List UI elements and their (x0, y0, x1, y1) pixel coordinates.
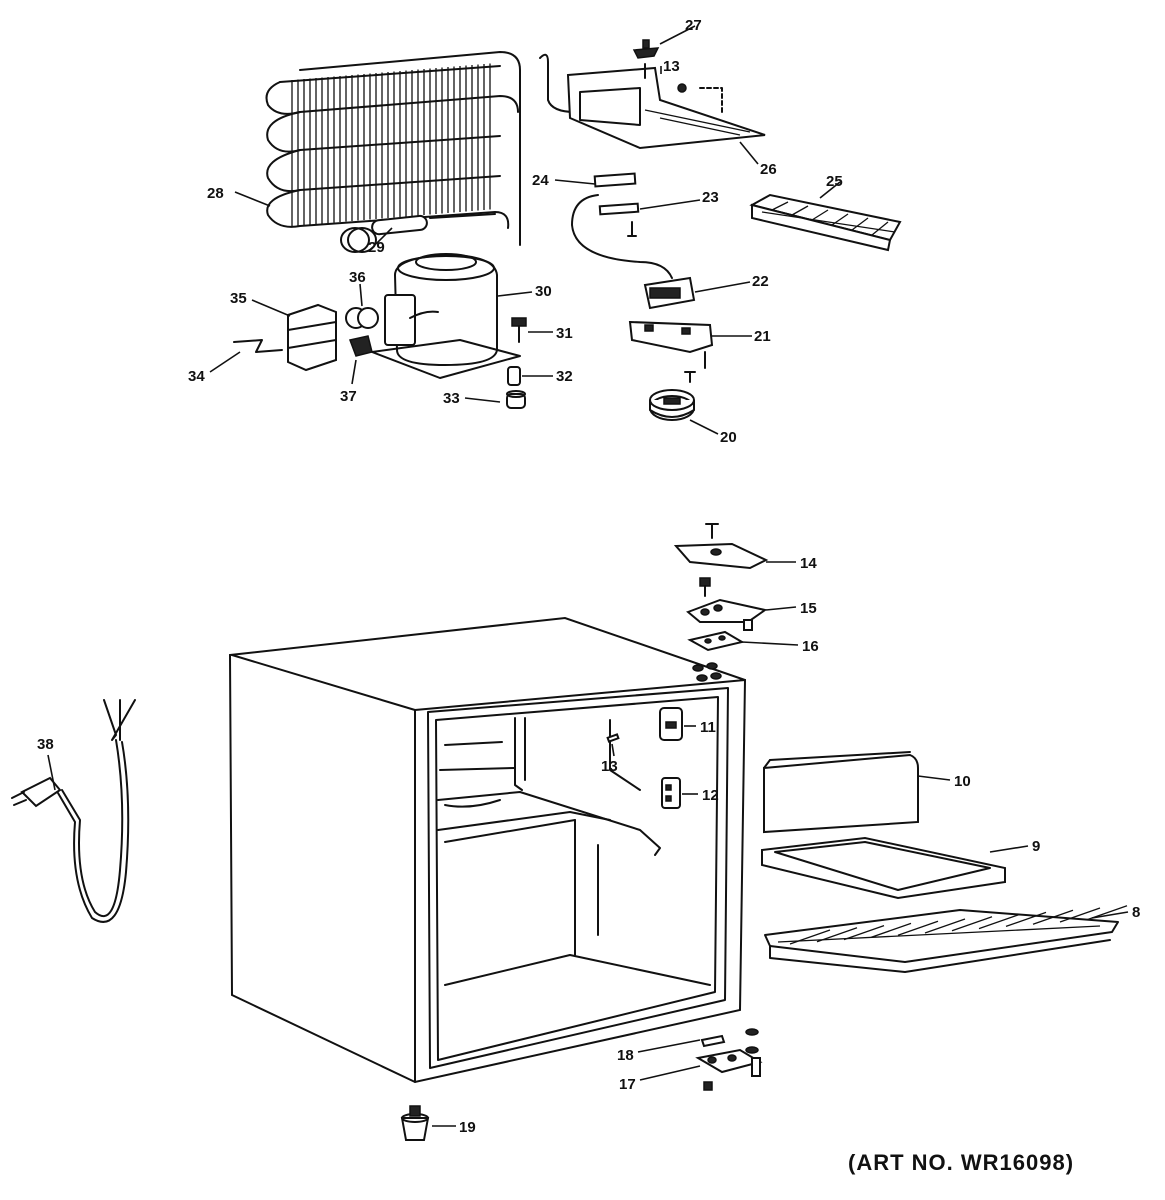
callout-36: 36 (349, 269, 366, 286)
compressor-terminal (348, 335, 373, 357)
freezer-door (763, 751, 919, 834)
callout-19: 19 (459, 1119, 476, 1136)
hinge-shim (687, 630, 745, 652)
evaporator-clip (644, 63, 687, 93)
drip-tray (761, 836, 1006, 900)
mount-bolt (511, 317, 527, 343)
callout-15: 15 (800, 600, 817, 617)
relay (287, 303, 337, 372)
callout-13-top: 13 (663, 58, 680, 75)
callout-14: 14 (800, 555, 817, 572)
thermostat-housing (628, 320, 714, 383)
callout-13-cabinet: 13 (601, 758, 618, 775)
door-stop-lower (661, 777, 681, 809)
cabinet-plug (606, 733, 620, 743)
callout-18: 18 (617, 1047, 634, 1064)
drier-tube (340, 214, 428, 253)
top-hinge (686, 577, 768, 631)
thermostat-cover-plate (593, 172, 637, 188)
relay-clip (233, 339, 283, 353)
callout-20: 20 (720, 429, 737, 446)
callout-35: 35 (230, 290, 247, 307)
callout-8: 8 (1132, 904, 1140, 921)
callout-38: 38 (37, 736, 54, 753)
compressor (371, 253, 521, 379)
callout-26: 26 (760, 161, 777, 178)
callout-11: 11 (700, 719, 716, 736)
mount-sleeve (507, 366, 521, 386)
callout-22: 22 (752, 273, 769, 290)
callout-31: 31 (556, 325, 573, 342)
callout-33: 33 (443, 390, 460, 407)
callout-25: 25 (826, 173, 843, 190)
power-cord (11, 699, 136, 923)
callout-32: 32 (556, 368, 573, 385)
refrigerator-cabinet (228, 616, 747, 1084)
callout-17: 17 (619, 1076, 636, 1093)
thermostat (643, 276, 696, 310)
spring-nut (632, 39, 660, 59)
wire-shelf (764, 905, 1128, 973)
callout-10: 10 (954, 773, 971, 790)
callout-21: 21 (754, 328, 771, 345)
door-hinge-holes (692, 662, 722, 682)
capillary-tube (571, 194, 673, 279)
callout-34: 34 (188, 368, 205, 385)
mount-grommet (506, 390, 526, 409)
callout-28: 28 (207, 185, 224, 202)
leader-lines (47, 25, 1129, 1127)
bottom-hinge (695, 1048, 763, 1091)
hinge-cover (673, 523, 769, 570)
ice-tray (749, 193, 902, 252)
part-callouts: 28 29 30 31 32 33 34 35 36 37 27 13 26 2… (37, 17, 1140, 1136)
condenser-coil (265, 51, 521, 246)
bottom-hinge-shim (700, 1028, 759, 1054)
callout-30: 30 (535, 283, 552, 300)
callout-27: 27 (685, 17, 702, 34)
evaporator (539, 53, 766, 150)
callout-37: 37 (340, 388, 357, 405)
callout-29: 29 (368, 239, 385, 256)
callout-24: 24 (532, 172, 549, 189)
callout-9: 9 (1032, 838, 1040, 855)
thermostat-knob (649, 389, 695, 421)
callout-16: 16 (802, 638, 819, 655)
leveling-leg (400, 1105, 430, 1141)
thermostat-bulb-clip (598, 202, 640, 216)
door-stop-upper (659, 707, 683, 741)
overload-protector (345, 307, 379, 329)
callout-12: 12 (702, 787, 719, 804)
callout-23: 23 (702, 189, 719, 206)
thermostat-screw (627, 221, 637, 237)
art-number: (ART NO. WR16098) (848, 1150, 1074, 1175)
